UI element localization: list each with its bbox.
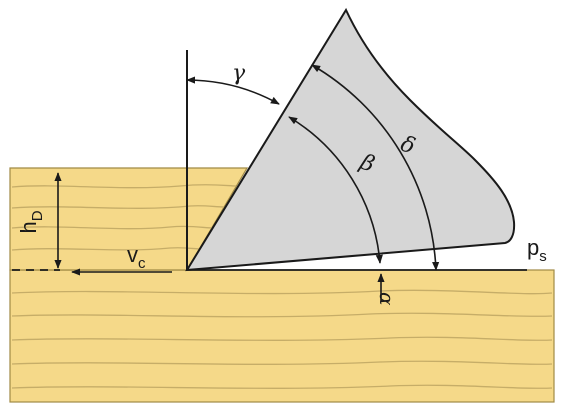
chip-thickness-subscript: D <box>29 210 46 221</box>
cutting-angle-arc <box>311 64 440 271</box>
cutting-velocity-subscript: c <box>138 255 146 272</box>
workpiece-base <box>9 269 555 403</box>
cutting-tool <box>185 7 516 272</box>
cutting-plane-subscript: s <box>539 248 547 265</box>
angle-arcs <box>186 64 440 271</box>
cutting-velocity-symbol: v <box>127 242 138 267</box>
rake-angle-label: γ <box>232 61 246 86</box>
chip-thickness-symbol: h <box>16 221 41 233</box>
wood-grain-lines <box>11 184 553 390</box>
rake-angle-arc <box>186 76 280 105</box>
arrows <box>54 172 385 302</box>
clearance-angle-label: α <box>375 292 399 306</box>
svg-text:hD: hD <box>16 210 46 233</box>
cutting-plane-symbol: p <box>527 235 539 260</box>
cutting-velocity-label: vc <box>127 242 146 272</box>
cutting-plane-label: ps <box>527 235 547 265</box>
chip-thickness-label: hD <box>16 210 46 233</box>
